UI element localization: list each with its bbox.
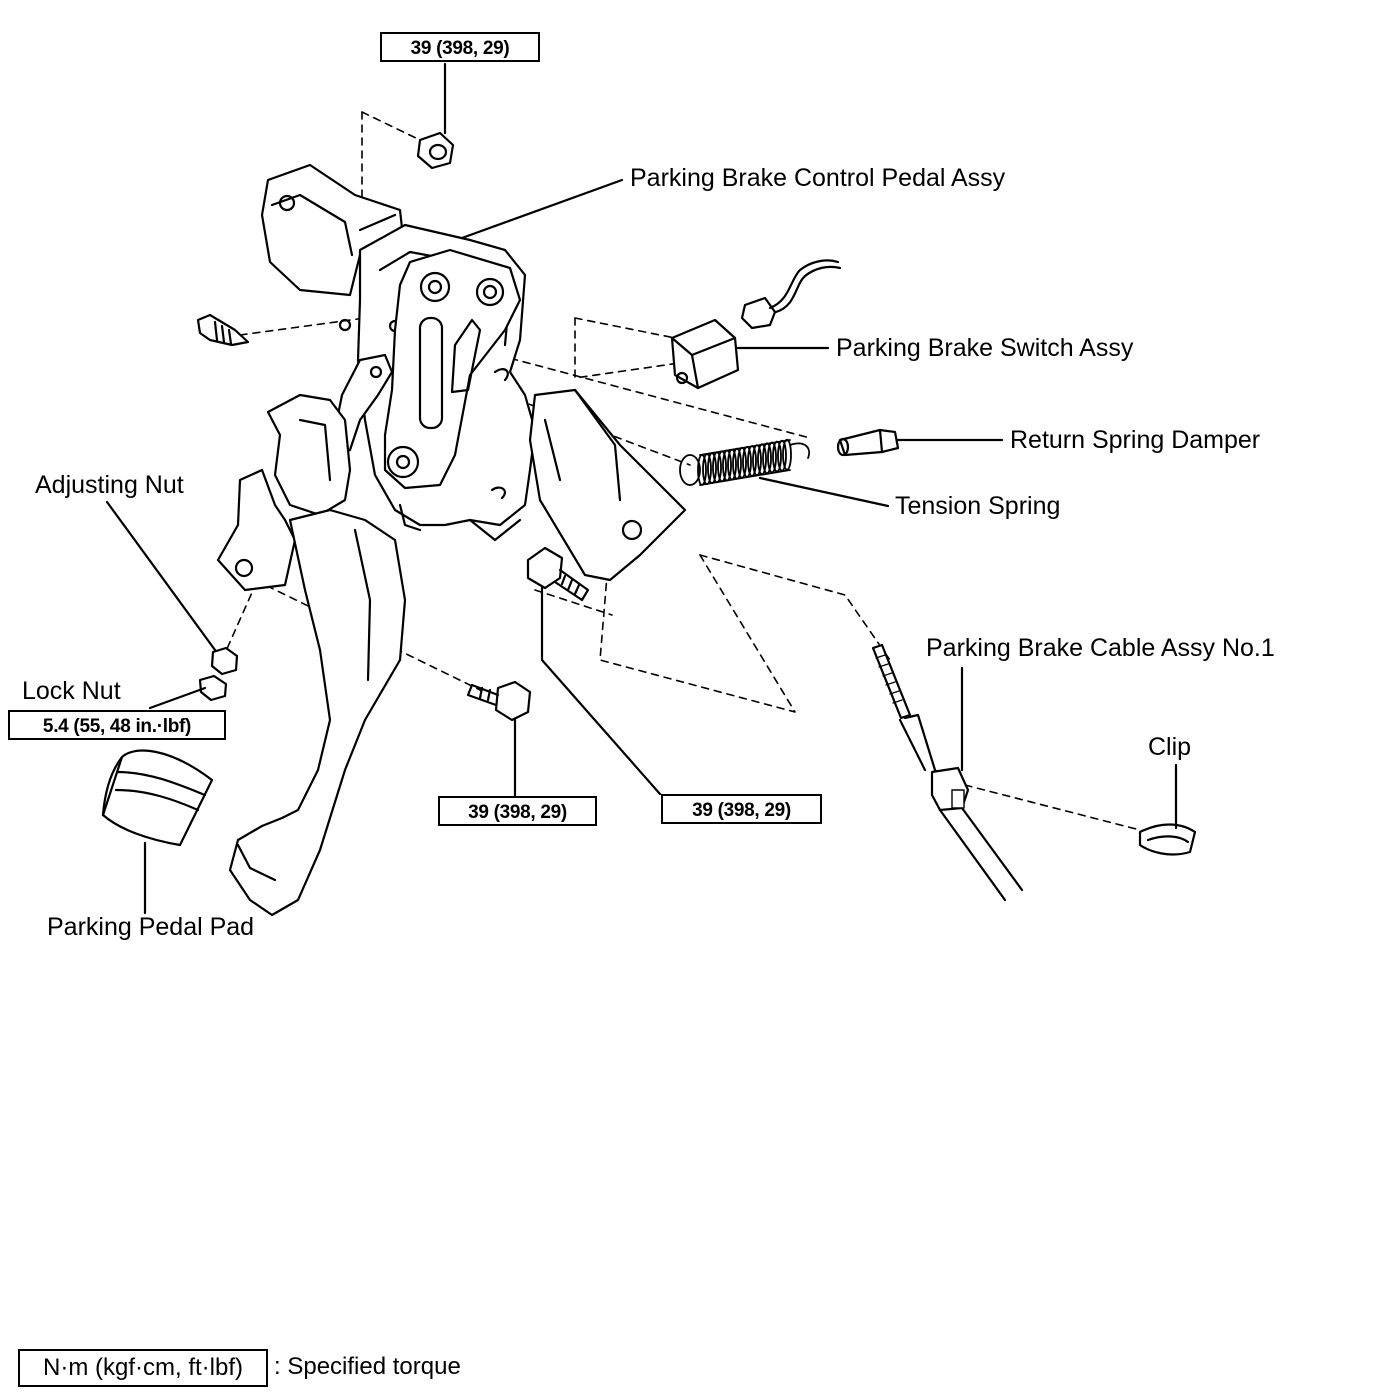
label-clip: Clip: [1148, 733, 1192, 761]
label-pedal-assy: Parking Brake Control Pedal Assy: [630, 164, 1006, 192]
torque-box-lock-nut: 5.4 (55, 48 in.·lbf): [8, 710, 226, 740]
torque-box-lower-bolt: 39 (398, 29): [438, 796, 597, 826]
label-tension-spring: Tension Spring: [895, 492, 1061, 520]
screw-icon: [196, 313, 250, 347]
spring-coil: [762, 442, 772, 475]
lock-nut-icon: [198, 674, 228, 702]
tension-spring-leader: [758, 476, 890, 508]
label-return-damper: Return Spring Damper: [1010, 426, 1261, 454]
spring-coil: [757, 443, 767, 476]
lower-bolt-icon: [466, 680, 532, 722]
return-damper-icon: [836, 428, 900, 457]
label-adjusting-nut: Adjusting Nut: [35, 471, 184, 499]
pedal-arm: [228, 508, 407, 917]
spring-coil: [707, 452, 717, 485]
spring-coil: [722, 449, 732, 482]
spring-coil: [747, 445, 757, 477]
legend-text: : Specified torque: [274, 1353, 461, 1380]
tension-spring-icon: [679, 438, 810, 486]
spring-coil: [782, 438, 792, 471]
spring-coil: [702, 453, 712, 486]
spring-coil: [717, 450, 727, 483]
spring-coil: [752, 444, 762, 477]
cable-bracket: [528, 388, 687, 582]
spring-coil: [772, 440, 782, 473]
label-pedal-pad: Parking Pedal Pad: [47, 913, 255, 941]
clip-icon: [1138, 823, 1197, 856]
ratchet-plate: [383, 248, 522, 490]
spring-coil: [697, 454, 707, 486]
lock-nut-leader: [148, 686, 207, 710]
torque-box-bracket-bolt: 39 (398, 29): [661, 794, 822, 824]
switch-assy-icon: [670, 259, 842, 390]
spring-coil: [742, 445, 752, 478]
spring-coil: [737, 446, 747, 479]
cable-assy-icon: [871, 643, 1024, 902]
pedal-pad-icon: [101, 749, 214, 847]
label-cable-assy: Parking Brake Cable Assy No.1: [926, 634, 1275, 662]
adjusting-nut-leader: [105, 500, 217, 652]
pedal-assy-leader: [460, 178, 624, 240]
bracket-bolt-icon: [526, 546, 590, 602]
spring-coil: [712, 451, 722, 484]
legend-unit-box: N·m (kgf·cm, ft·lbf): [18, 1349, 268, 1387]
adjusting-nut-icon: [210, 646, 239, 676]
spring-coil: [767, 441, 777, 474]
lower-bracket: [216, 393, 352, 592]
spring-coil: [777, 439, 787, 472]
label-switch-assy: Parking Brake Switch Assy: [836, 334, 1134, 362]
label-lock-nut: Lock Nut: [22, 677, 121, 705]
spring-coil: [732, 447, 742, 480]
torque-box-top-nut: 39 (398, 29): [380, 32, 540, 62]
bracket-bolt-leader: [540, 586, 662, 796]
spring-coil: [727, 448, 737, 481]
top-nut-icon: [416, 131, 455, 170]
